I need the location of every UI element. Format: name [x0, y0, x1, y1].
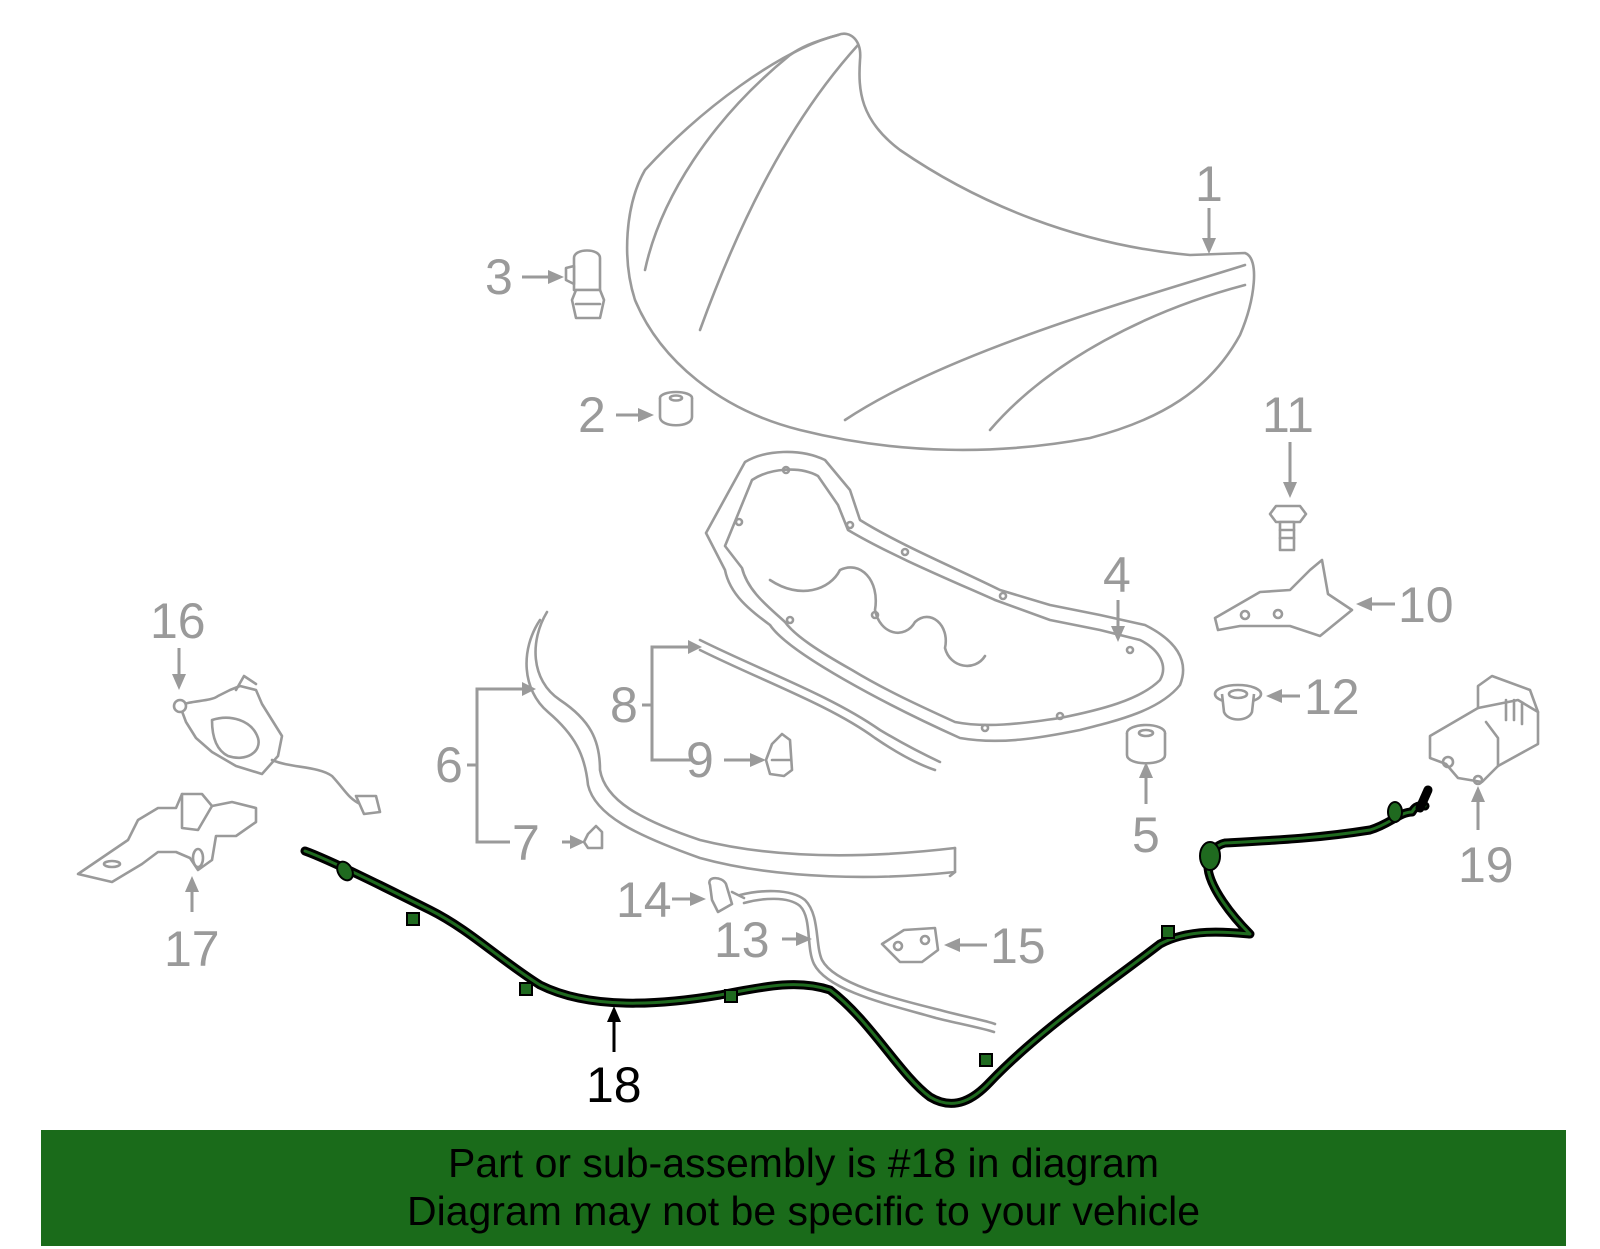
callout-11[interactable]: 11: [1262, 387, 1314, 443]
part-17-bracket[interactable]: [76, 792, 258, 884]
part-10-bracket[interactable]: [1213, 558, 1354, 638]
part-2-bumper[interactable]: [658, 390, 694, 427]
info-banner: Part or sub-assembly is #18 in diagram D…: [41, 1130, 1566, 1246]
part-16-latch[interactable]: [172, 674, 382, 816]
callout-6[interactable]: 6: [435, 737, 463, 793]
part-8-weatherstrip[interactable]: [698, 638, 942, 772]
callout-12[interactable]: 12: [1304, 669, 1360, 725]
callout-15[interactable]: 15: [990, 918, 1046, 974]
part-9-clip[interactable]: [764, 732, 794, 778]
callout-3[interactable]: 3: [485, 249, 513, 305]
part-4-insulator[interactable]: [704, 450, 1185, 743]
callout-8[interactable]: 8: [610, 677, 638, 733]
part-19-lock[interactable]: [1428, 674, 1540, 786]
callout-16[interactable]: 16: [150, 593, 206, 649]
callout-4[interactable]: 4: [1103, 547, 1131, 603]
callout-5[interactable]: 5: [1132, 807, 1160, 863]
callout-1[interactable]: 1: [1195, 156, 1223, 212]
part-14-grommet[interactable]: [708, 876, 746, 914]
callout-7[interactable]: 7: [512, 815, 540, 871]
callout-18[interactable]: 18: [586, 1057, 642, 1113]
callout-labels: 1 2 3 4 5 6 7 8 9 10 11 12 13 14 15 16 1…: [150, 156, 1514, 1113]
part-13-release-cable[interactable]: [738, 889, 997, 1034]
callout-14[interactable]: 14: [616, 872, 672, 928]
callout-9[interactable]: 9: [686, 732, 714, 788]
part-18-release-cable[interactable]: [300, 785, 1433, 1108]
part-12-nut[interactable]: [1213, 683, 1263, 721]
part-7-clip[interactable]: [582, 824, 604, 850]
leader-lines: [172, 208, 1485, 1052]
callout-13[interactable]: 13: [714, 912, 770, 968]
part-11-bolt[interactable]: [1268, 504, 1308, 552]
part-15-plate[interactable]: [880, 926, 940, 964]
callout-2[interactable]: 2: [578, 387, 606, 443]
part-6-seal[interactable]: [525, 610, 957, 879]
part-1-hood[interactable]: [625, 32, 1256, 452]
banner-line-disclaimer: Diagram may not be specific to your vehi…: [406, 1188, 1200, 1234]
callout-19[interactable]: 19: [1458, 837, 1514, 893]
part-5-grommet[interactable]: [1125, 723, 1167, 765]
callout-10[interactable]: 10: [1398, 577, 1454, 633]
callout-17[interactable]: 17: [164, 921, 220, 977]
banner-line-part: Part or sub-assembly is #18 in diagram: [448, 1140, 1159, 1186]
part-3-clip[interactable]: [564, 249, 606, 320]
